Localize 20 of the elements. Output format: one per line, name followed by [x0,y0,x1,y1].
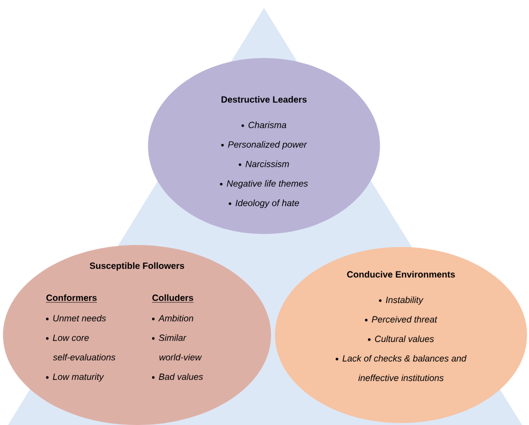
bullet-item: Perceived threat [372,316,438,323]
bullet-item: Low maturity [52,373,104,382]
bullet-item: Narcissism [246,160,289,168]
heading: Conducive Environments [347,270,455,278]
bullet-item: Similar world-view [158,334,202,360]
bullet-item: Ambition [158,314,194,322]
bullet-item: Lack of checks & balances and ineffective institutions [342,354,467,382]
bullet-item: Cultural values [375,335,434,342]
bullet-item: Unmet needs [53,314,106,322]
bullet-item: Negative life themes [226,180,308,188]
column-heading: Colluders [152,294,194,303]
bullet-item: Charisma [248,122,286,128]
column-heading: Conformers [46,294,98,303]
bullet-item: Instability [386,296,424,305]
bullet-item: Personalized power [228,141,308,150]
bullet-item: Bad values [158,373,203,380]
heading: Destructive Leaders [222,96,307,103]
bullet-item: Ideology of hate [236,200,299,208]
heading: Susceptible Followers [90,262,184,271]
bullet-item: Low core self-evaluations [52,334,116,360]
